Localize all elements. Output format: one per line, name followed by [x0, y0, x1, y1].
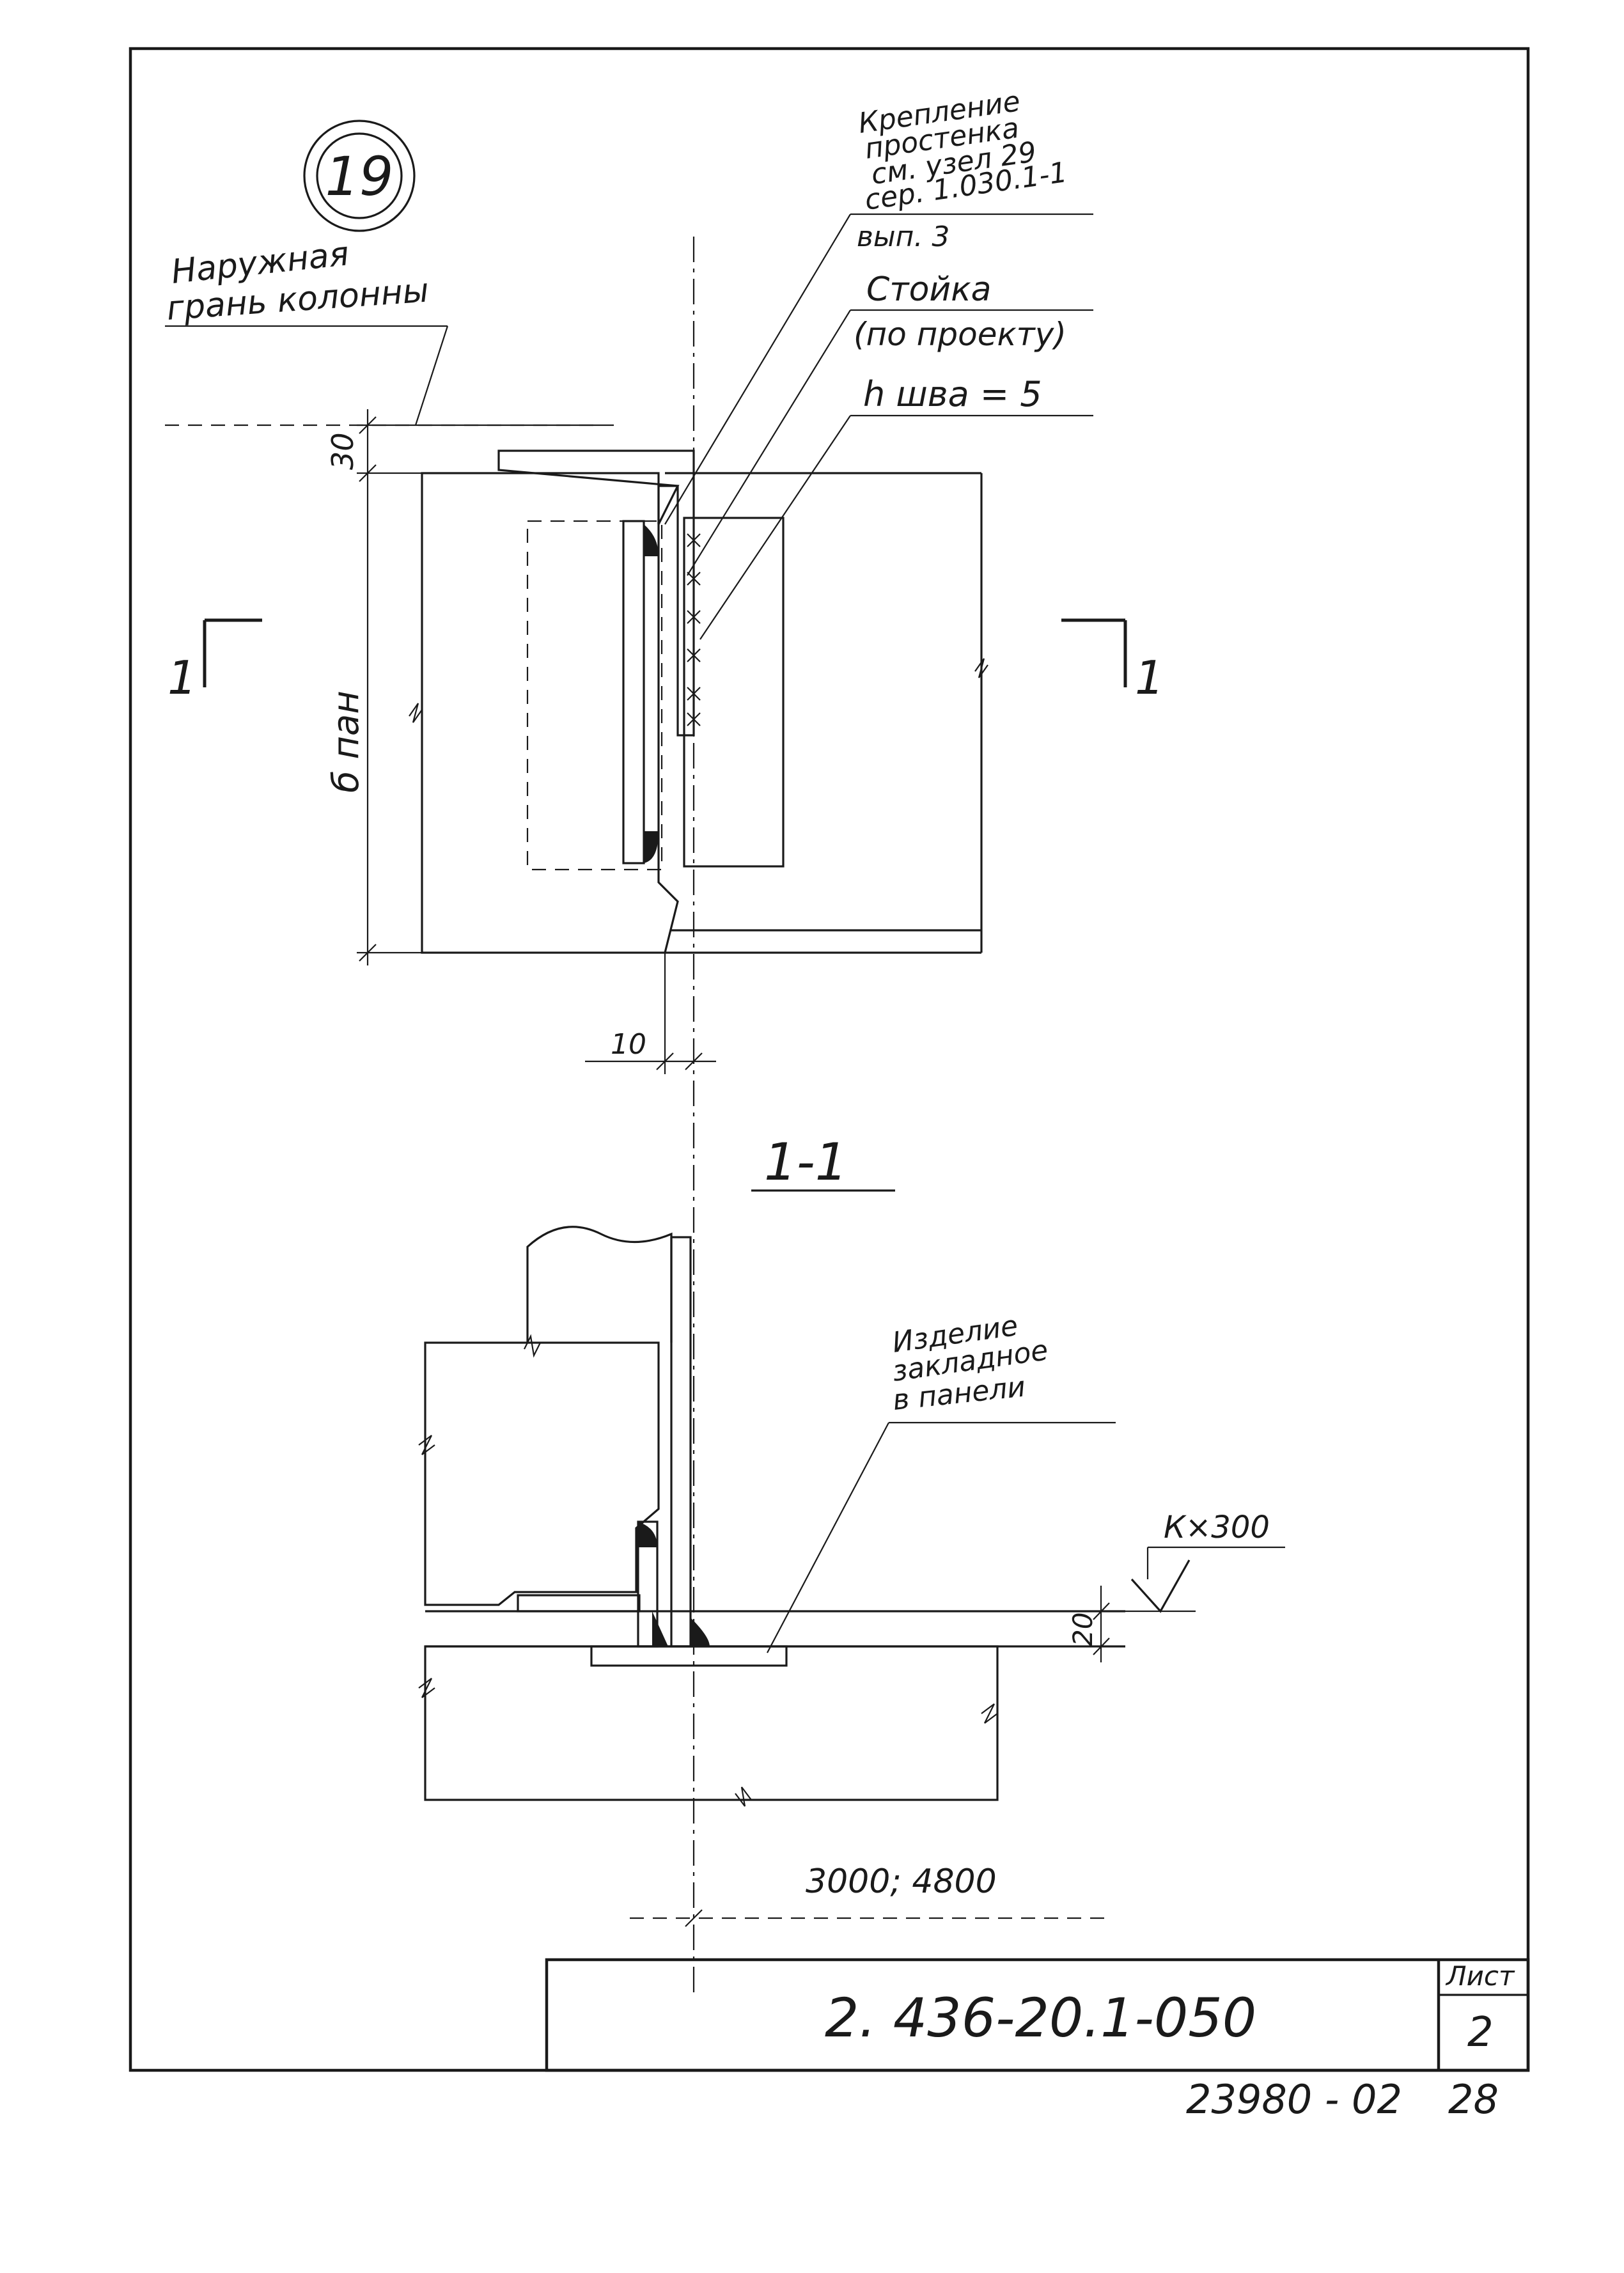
dim-span: 3000; 4800	[806, 1863, 997, 1901]
cut-mark-left: 1	[168, 651, 197, 705]
svg-text:вып. 3: вып. 3	[857, 221, 949, 253]
svg-text:1-1: 1-1	[764, 1132, 848, 1192]
elevation-mark: К×300	[1125, 1510, 1285, 1613]
svg-text:h шва = 5: h шва = 5	[863, 374, 1042, 414]
section-cut-left: 1	[168, 618, 262, 705]
label-fastening: Крепление простенка см. узел 29 сер. 1.0…	[664, 85, 1093, 525]
label-embedded: Изделие закладное в панели	[767, 1309, 1116, 1653]
dim-gap: 10	[611, 1028, 646, 1061]
dimension-gap: 10	[585, 953, 716, 1074]
title-block: 2. 436-20.1-050 Лист 2	[545, 1958, 1530, 2072]
label-weld: h шва = 5	[699, 374, 1093, 640]
dimension-span: 3000; 4800	[630, 1863, 1113, 1927]
plan-view	[165, 424, 988, 954]
detail-number: 19	[325, 145, 394, 208]
label-outer-face: Наружная грань колонны	[165, 235, 449, 426]
svg-text:Стойка: Стойка	[866, 270, 991, 309]
title-sheet-number: 2	[1467, 2009, 1494, 2056]
title-code: 2. 436-20.1-050	[825, 1987, 1256, 2049]
dim-top-offset: 30	[325, 432, 360, 470]
footer-archive: 23980 - 02	[1186, 2076, 1402, 2123]
svg-text:20: 20	[1067, 1613, 1098, 1646]
dimension-panel-height: 30 б пан	[325, 409, 614, 965]
detail-marker: 19	[303, 120, 416, 232]
dim-panel-height: б пан	[325, 691, 367, 793]
sheet-frame	[129, 47, 1530, 2072]
elevation-value: К×300	[1164, 1510, 1270, 1545]
title-sheet-label: Лист	[1445, 1960, 1515, 1992]
footer-page: 28	[1448, 2076, 1499, 2123]
cut-mark-right: 1	[1135, 651, 1164, 705]
section-title: 1-1	[751, 1132, 895, 1192]
svg-text:(по проекту): (по проекту)	[854, 316, 1066, 353]
dimension-elev-offset: 20	[1067, 1586, 1125, 1662]
section-view	[418, 1226, 1125, 1807]
label-post: Стойка (по проекту)	[687, 270, 1093, 576]
section-cut-right: 1	[1061, 618, 1164, 705]
